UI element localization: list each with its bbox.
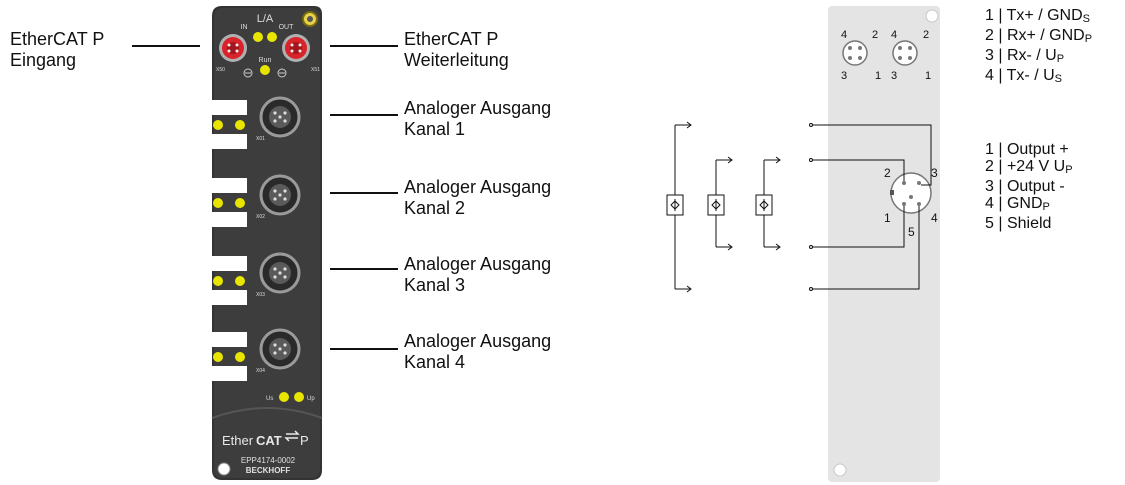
channel-block: X04 — [211, 328, 301, 381]
m8-pin-label: 4 — [841, 29, 847, 41]
m8-pin-label: 3 — [891, 70, 897, 82]
port-label: X04 — [256, 368, 265, 374]
link-led-in — [253, 32, 263, 42]
port-label: X02 — [256, 214, 265, 220]
pin-legend-text: 1 | Tx+ / GND — [985, 7, 1083, 24]
m12-pin-label: 3 — [931, 166, 938, 180]
channel-block: X02 — [211, 174, 301, 227]
schematic-wiring — [666, 121, 932, 293]
pin-legend-subscript: P — [1084, 33, 1093, 45]
x50-label: X50 — [216, 67, 225, 73]
ethercat-out-connector — [282, 34, 310, 62]
pin-legend-row: 4 | GNDP — [985, 196, 1073, 215]
pin-legend-row: 3 | Output - — [985, 179, 1073, 195]
maker-label: BECKHOFF — [246, 466, 291, 475]
label-line: Kanal 2 — [404, 198, 466, 218]
pin-legend-row: 3 | Rx- / UP — [985, 48, 1092, 67]
brand-p: P — [300, 433, 309, 448]
mounting-hole-bottom — [217, 462, 231, 476]
pin-legend-text: 3 | Output - — [985, 178, 1065, 195]
converter-symbols — [670, 199, 769, 211]
pin-legend-text: 3 | Rx- / U — [985, 47, 1057, 64]
brand-arrows-icon — [284, 430, 300, 442]
pin-legend-subscript: P — [1056, 53, 1065, 65]
ethercat-in-connector — [219, 34, 247, 62]
pin-legend-row: 4 | Tx- / US — [985, 68, 1092, 87]
m8-connector-in — [842, 40, 868, 66]
m12-pin-label: 2 — [884, 166, 891, 180]
pin-legend-text: 4 | Tx- / U — [985, 67, 1055, 84]
channel-block: X03 — [211, 252, 301, 305]
label-line: Analoger Ausgang — [404, 98, 552, 118]
m8-pin-label: 2 — [872, 29, 878, 41]
ethercat-out-label: EtherCAT P Weiterleitung — [404, 29, 509, 71]
up-label: Up — [307, 396, 315, 402]
label-line: Weiterleitung — [404, 50, 509, 70]
out-label: OUT — [279, 24, 295, 31]
channel-2-label: Analoger Ausgang Kanal 2 — [404, 177, 551, 219]
m12-output-connector — [890, 172, 932, 214]
ethercat-in-label: EtherCAT P Eingang — [10, 29, 104, 71]
channel-1-label: Analoger Ausgang Kanal 1 — [404, 98, 551, 140]
x51-label: X51 — [311, 67, 320, 73]
pin-legend-row: 5 | Shield — [985, 216, 1073, 232]
link-led-out — [267, 32, 277, 42]
la-label: L/A — [257, 13, 274, 25]
up-led — [294, 392, 304, 402]
pin-legend-subscript: P — [1065, 164, 1073, 176]
model-label: EPP4174-0002 — [241, 456, 296, 465]
pin-legend-text: 2 | +24 V U — [985, 158, 1066, 175]
channel-3-label: Analoger Ausgang Kanal 3 — [404, 254, 551, 296]
label-line: EtherCAT P — [10, 29, 105, 49]
m12-pin-label: 1 — [884, 211, 891, 225]
m8-pin-label: 1 — [875, 70, 881, 82]
pin-legend-text: 1 | Output + — [985, 141, 1069, 158]
channel-4-label: Analoger Ausgang Kanal 4 — [404, 331, 551, 373]
pin-legend-text: 2 | Rx+ / GND — [985, 27, 1085, 44]
m12-pin-label: 5 — [908, 225, 915, 239]
label-line: Kanal 1 — [404, 119, 466, 139]
pin-legend-subscript: S — [1082, 13, 1091, 25]
pin-legend-subscript: P — [1042, 201, 1050, 213]
brand-ether: Ether — [222, 433, 254, 448]
m12-pin-label: 4 — [931, 211, 938, 225]
label-line: Analoger Ausgang — [404, 331, 552, 351]
m8-pin-label: 2 — [923, 29, 929, 41]
brand-cat: CAT — [256, 433, 282, 448]
pin-legend-row: 2 | Rx+ / GNDP — [985, 28, 1092, 47]
device-housing — [211, 6, 323, 480]
m8-pin-label: 1 — [925, 70, 931, 82]
pin-legend-row: 1 | Tx+ / GNDS — [985, 8, 1092, 27]
label-line: Analoger Ausgang — [404, 254, 552, 274]
label-line: EtherCAT P — [404, 29, 499, 49]
label-line: Kanal 3 — [404, 275, 466, 295]
pin-legend-text: 4 | GND — [985, 195, 1043, 212]
m8-connector-out — [892, 40, 918, 66]
m8-pin-label: 4 — [891, 29, 897, 41]
run-label: Run — [259, 57, 272, 64]
us-led — [279, 392, 289, 402]
pin-legend-row: 2 | +24 V UP — [985, 159, 1073, 178]
m8-pin-label: 3 — [841, 70, 847, 82]
channel-block: X01 — [211, 96, 301, 149]
pin-legend-row: 1 | Output + — [985, 142, 1073, 158]
label-line: Analoger Ausgang — [404, 177, 552, 197]
pin-legend-subscript: S — [1054, 73, 1062, 85]
port-label: X01 — [256, 136, 265, 142]
label-line: Kanal 4 — [404, 352, 466, 372]
port-label: X03 — [256, 292, 265, 298]
in-label: IN — [241, 24, 248, 31]
label-line: Eingang — [10, 50, 77, 70]
pin-legend-text: 5 | Shield — [985, 215, 1052, 232]
run-led — [260, 65, 270, 75]
us-label: Us — [266, 396, 273, 402]
